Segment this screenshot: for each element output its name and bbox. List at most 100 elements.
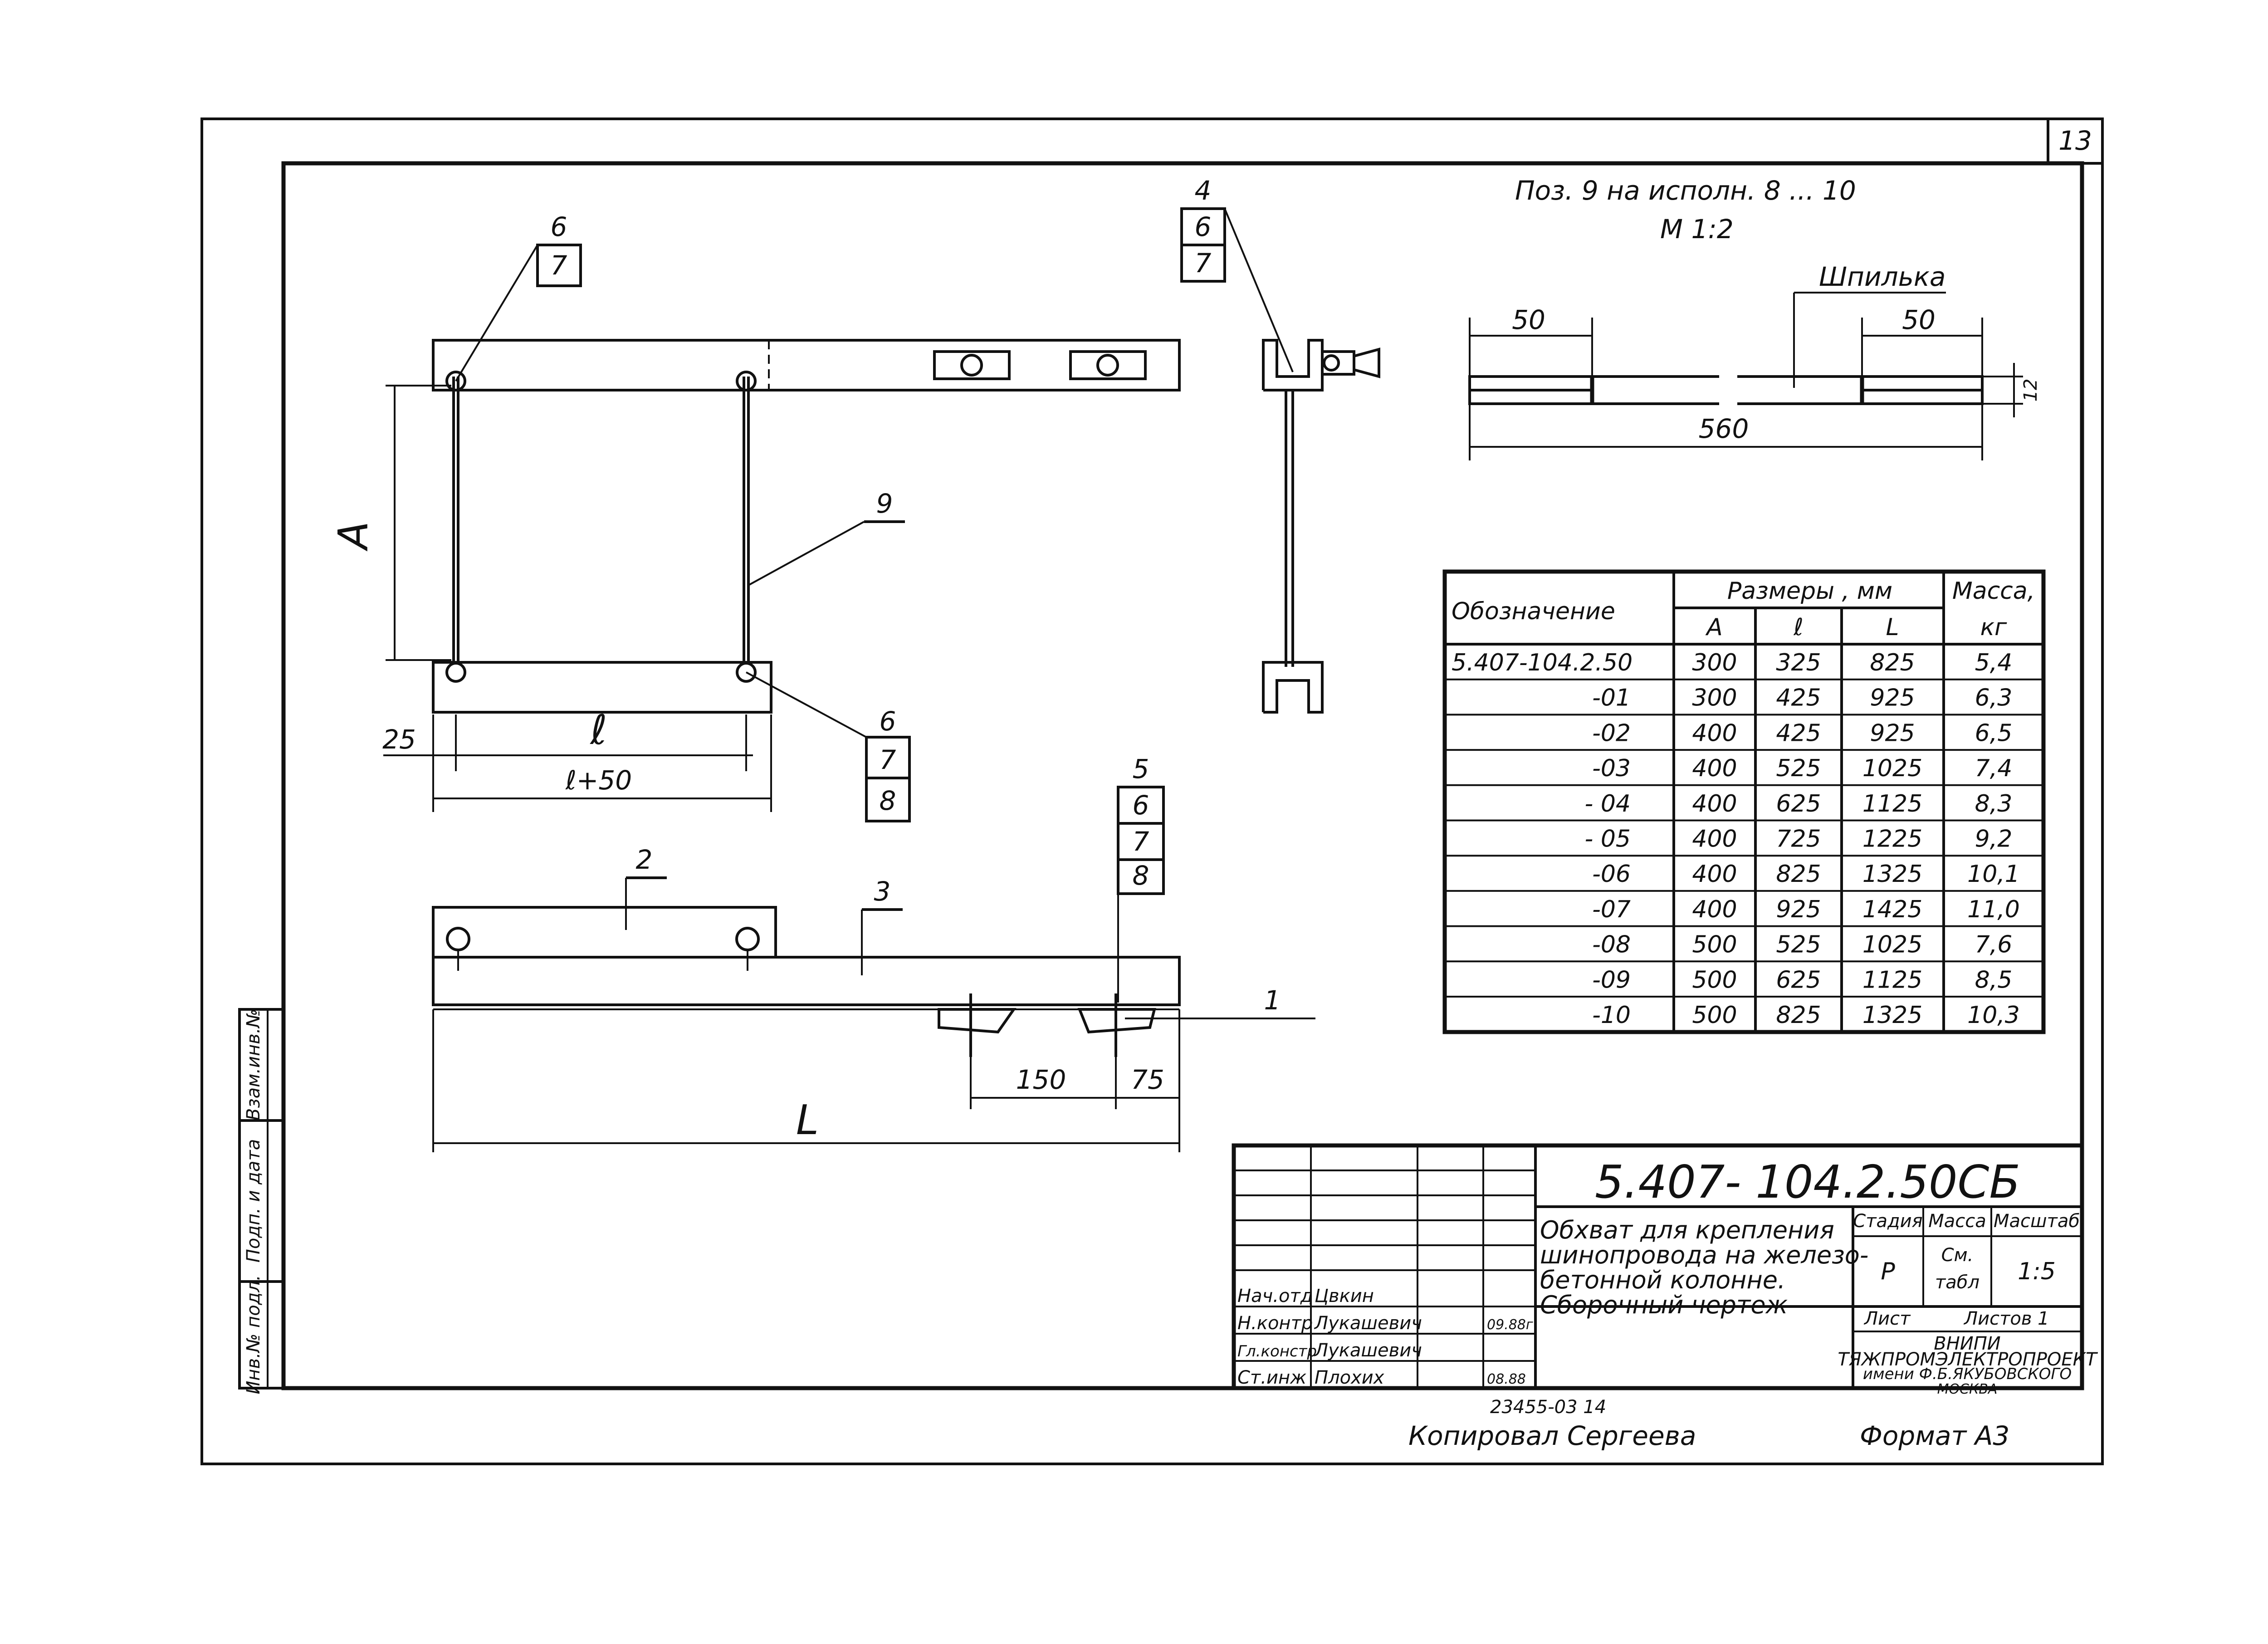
scale-header: Масштаб xyxy=(1994,1211,2080,1232)
doc-title-2: шинопровода на железо- xyxy=(1540,1241,1868,1269)
svg-text:8: 8 xyxy=(1133,860,1149,891)
org-2: ТЯЖПРОМЭЛЕКТРОПРОЕКТ xyxy=(1838,1349,2098,1370)
stamp-sign-date: Подп. и дата xyxy=(243,1139,264,1262)
dim-A: A xyxy=(330,521,377,552)
svg-text:4: 4 xyxy=(1195,175,1212,206)
table-cell: 300 xyxy=(1692,685,1737,712)
side-view xyxy=(1262,339,1380,714)
table-cell: -07 xyxy=(1592,896,1631,923)
dim-75: 75 xyxy=(1131,1064,1164,1095)
stud-label: Шпилька xyxy=(1819,261,1945,292)
th-sizes: Размеры , мм xyxy=(1727,577,1892,605)
table-cell: 400 xyxy=(1692,896,1737,923)
table-cell: 1125 xyxy=(1862,790,1922,817)
svg-text:3: 3 xyxy=(874,876,891,907)
table-cell: 1325 xyxy=(1862,1002,1922,1029)
table-cell: 625 xyxy=(1776,790,1821,817)
mass-header: Масса xyxy=(1928,1211,1986,1232)
svg-text:1: 1 xyxy=(1264,985,1281,1016)
svg-text:6: 6 xyxy=(1195,211,1212,242)
sheets-header: Листов 1 xyxy=(1963,1308,2049,1329)
table-cell: 625 xyxy=(1776,966,1821,993)
stamp-replace-inv: Взам.инв.№ xyxy=(243,1009,264,1120)
stage-value: Р xyxy=(1881,1258,1895,1285)
dim-l50: ℓ+50 xyxy=(565,765,632,796)
callout-1: 1 xyxy=(1125,985,1315,1019)
doc-title-4: Сборочный чертеж xyxy=(1540,1291,1788,1319)
table-cell: 10,3 xyxy=(1967,1002,2020,1029)
stage-header: Стадия xyxy=(1853,1211,1922,1232)
callout-6-7-8: 6 7 8 xyxy=(746,671,911,822)
org-4: МОСКВА xyxy=(1937,1381,1998,1397)
page-number: 13 xyxy=(2058,125,2092,156)
th-A: A xyxy=(1705,614,1723,641)
table-cell: 5,4 xyxy=(1975,649,2013,676)
svg-text:6: 6 xyxy=(551,211,567,242)
org-3: имени Ф.Б.ЯКУБОВСКОГО xyxy=(1863,1365,2072,1383)
signer-name-3: Лукашевич xyxy=(1314,1340,1422,1361)
svg-text:9: 9 xyxy=(876,488,893,519)
table-cell: 400 xyxy=(1692,826,1737,853)
stamp-inv-orig: Инв.№ подл. xyxy=(243,1275,264,1394)
table-cell: 8,5 xyxy=(1975,966,2013,993)
signer-name-4: Плохих xyxy=(1315,1367,1384,1388)
table-cell: 10,1 xyxy=(1967,861,2020,888)
table-cell: 925 xyxy=(1870,719,1915,747)
table-cell: 325 xyxy=(1776,649,1821,676)
table-cell: 1425 xyxy=(1862,896,1922,923)
archive-number: 23455-03 14 xyxy=(1490,1397,1606,1418)
doc-code: 5.407- 104.2.50СБ xyxy=(1595,1155,2020,1209)
signer-role-2: Н.контр xyxy=(1237,1313,1313,1334)
signer-name-1: Цвкин xyxy=(1315,1286,1374,1306)
outer-frame xyxy=(200,117,2104,1465)
doc-title-3: бетонной колонне. xyxy=(1540,1266,1785,1294)
sheet-header: Лист xyxy=(1863,1308,1911,1329)
table-cell: 1025 xyxy=(1862,931,1922,959)
svg-text:5: 5 xyxy=(1133,754,1149,784)
dim-L: L xyxy=(796,1096,819,1144)
mass-value-1: См. xyxy=(1941,1245,1974,1266)
table-cell: 7,6 xyxy=(1975,931,2013,959)
table-cell: 400 xyxy=(1692,755,1737,782)
table-cell: 1325 xyxy=(1862,861,1922,888)
table-cell: 300 xyxy=(1692,649,1737,676)
table-cell: 425 xyxy=(1776,685,1821,712)
svg-text:7: 7 xyxy=(551,250,567,281)
th-mass: Масса, xyxy=(1952,577,2035,605)
table-cell: - 04 xyxy=(1585,790,1631,817)
dim-50b: 50 xyxy=(1902,304,1936,335)
callout-3: 3 xyxy=(861,876,903,975)
svg-text:6: 6 xyxy=(880,706,896,737)
format: Формат А3 xyxy=(1860,1420,2009,1451)
table-cell: 825 xyxy=(1776,1002,1821,1029)
plan-view: 150 75 L xyxy=(432,906,1181,1152)
table-cell: -09 xyxy=(1592,966,1631,993)
table-cell: 9,2 xyxy=(1975,826,2013,853)
table-cell: 1025 xyxy=(1862,755,1922,782)
svg-text:2: 2 xyxy=(636,844,653,875)
table-cell: 1225 xyxy=(1862,826,1922,853)
table-cell: 525 xyxy=(1776,755,1821,782)
table-cell: 500 xyxy=(1692,1002,1737,1029)
title-block: 5.407- 104.2.50СБ Обхват для крепления ш… xyxy=(1232,1143,2098,1397)
signer-role-3: Гл.констр xyxy=(1237,1342,1317,1360)
front-view: A 25 ℓ ℓ+50 xyxy=(330,339,1181,812)
dim-12: 12 xyxy=(2020,379,2041,402)
table-cell: 500 xyxy=(1692,931,1737,959)
th-designation: Обозначение xyxy=(1452,598,1615,625)
table-cell: 400 xyxy=(1692,719,1737,747)
table-cell: 525 xyxy=(1776,931,1821,959)
svg-text:7: 7 xyxy=(1195,248,1212,279)
signer-name-2: Лукашевич xyxy=(1314,1313,1422,1334)
copied-by: Копировал Сергеева xyxy=(1408,1420,1696,1451)
svg-text:6: 6 xyxy=(1133,790,1149,821)
scale-note: М 1:2 xyxy=(1660,214,1734,245)
table-cell: 825 xyxy=(1870,649,1915,676)
table-cell: 7,4 xyxy=(1975,755,2013,782)
table-cell: 925 xyxy=(1870,685,1915,712)
th-kg: кг xyxy=(1980,614,2007,641)
callout-2: 2 xyxy=(625,844,667,930)
table-cell: 11,0 xyxy=(1967,896,2020,923)
